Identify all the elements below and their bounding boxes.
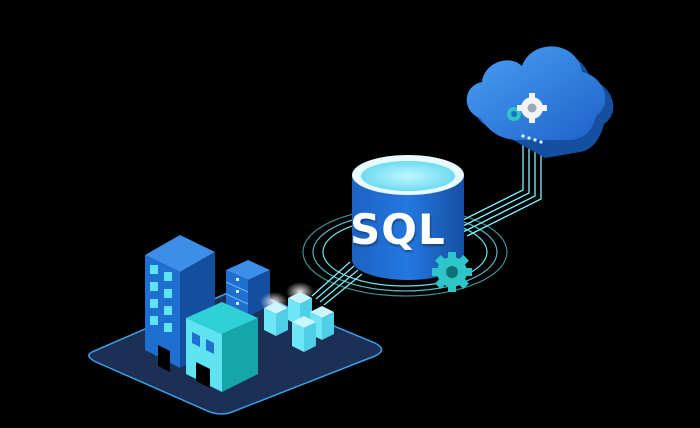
sql-database-cylinder [352, 155, 464, 280]
cloud-icon [466, 46, 614, 158]
server-rack [225, 260, 270, 316]
data-connection-lines [311, 261, 363, 306]
cloud-connection-lines [454, 136, 542, 237]
cloud-gear-white-icon [517, 93, 547, 123]
small-building [186, 302, 258, 392]
data-cubes [260, 282, 334, 352]
sql-label: SQL [350, 205, 446, 254]
gear-icon [432, 252, 472, 292]
